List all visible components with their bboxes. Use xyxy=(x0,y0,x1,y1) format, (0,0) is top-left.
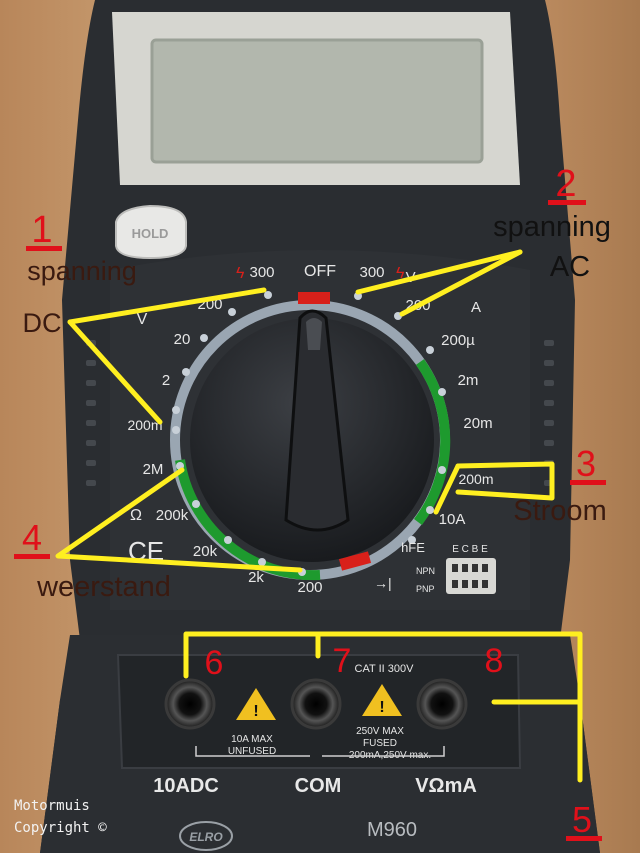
dial-scale-label: 300 xyxy=(249,264,274,281)
dial-scale-label: 2m xyxy=(458,372,479,389)
warning-exclamation: ! xyxy=(253,703,258,720)
svg-text:7: 7 xyxy=(333,642,352,680)
svg-text:AC: AC xyxy=(550,251,590,283)
jack-com-label: COM xyxy=(295,775,342,797)
hfe-socket[interactable] xyxy=(446,558,496,594)
dial-scale-label: 300 xyxy=(359,264,384,281)
dial-scale-label: 200k xyxy=(156,507,189,524)
lightning-icon: ϟ xyxy=(236,265,245,282)
annotation-3: 3 Stroom xyxy=(513,443,606,527)
resistance-arc xyxy=(175,459,321,581)
warn-fused-line1: 250V MAX xyxy=(356,726,404,737)
dial-scale-label: A xyxy=(471,299,481,316)
warning-triangle-icon xyxy=(236,688,276,720)
warning-exclamation-fused: ! xyxy=(379,699,384,716)
brand-logo-text: ELRO xyxy=(189,830,223,844)
svg-text:3: 3 xyxy=(576,443,596,484)
knob-pointer-tip xyxy=(306,318,322,350)
dial-scale-label: 10A xyxy=(439,511,466,528)
diode-marker xyxy=(338,551,372,571)
dial-scale-label: 20k xyxy=(193,543,218,560)
dial-scale-label: hFE xyxy=(401,540,425,555)
current-arc xyxy=(414,359,451,526)
annotation-1: 1 spanning DC xyxy=(23,209,137,338)
svg-text:5: 5 xyxy=(572,799,592,840)
cat-rating: CAT II 300V xyxy=(355,663,415,675)
dial-scale-label: 2k xyxy=(248,569,264,586)
lcd-screen xyxy=(150,38,484,164)
svg-text:spanning: spanning xyxy=(27,256,137,286)
dial-scale-label: 2 xyxy=(162,372,170,389)
svg-text:6: 6 xyxy=(205,644,224,682)
diode-symbol: →| xyxy=(374,575,392,591)
svg-text:4: 4 xyxy=(22,517,42,558)
annotation-7: 7 xyxy=(333,642,352,680)
pnp-label: PNP xyxy=(416,584,435,594)
watermark-line2: Copyright © xyxy=(14,820,107,836)
annotation-6: 6 xyxy=(205,644,224,682)
hold-button-label: HOLD xyxy=(132,226,169,241)
dial-scale-label: 200µ xyxy=(441,332,475,349)
svg-text:2: 2 xyxy=(555,163,576,205)
detent-dots xyxy=(172,291,446,576)
dial-scale-label: 200m xyxy=(127,417,162,433)
svg-text:weerstand: weerstand xyxy=(36,571,171,603)
annotation-4: 4 weerstand xyxy=(14,517,171,603)
hold-button[interactable] xyxy=(115,204,187,260)
off-label: OFF xyxy=(304,263,336,280)
jack-com[interactable] xyxy=(290,678,342,730)
svg-text:DC: DC xyxy=(23,308,62,338)
side-grip-ridges xyxy=(86,340,554,486)
annotation-2: 2 spanning AC xyxy=(493,163,611,283)
svg-text:spanning: spanning xyxy=(493,211,611,243)
warn-10a-line2: UNFUSED xyxy=(228,746,276,757)
jack-10a[interactable] xyxy=(164,678,216,730)
dial-scale-label: 20m xyxy=(463,415,492,432)
ohm-symbol: Ω xyxy=(130,507,142,524)
svg-text:1: 1 xyxy=(31,209,52,251)
brand-logo xyxy=(179,821,233,851)
jack-v-ohm-ma[interactable] xyxy=(416,678,468,730)
annotation-lines xyxy=(55,249,583,783)
model-number: M960 xyxy=(367,819,417,841)
warn-fused-line2: FUSED xyxy=(363,738,397,749)
lightning-icon-ac: ϟ xyxy=(396,265,405,282)
dial-scale-label: 20 xyxy=(174,331,191,348)
watermark-line1: Motormuis xyxy=(14,798,90,814)
annotation-8: 8 xyxy=(485,642,504,680)
knob-pointer xyxy=(284,309,350,532)
annotation-5: 5 xyxy=(566,799,602,841)
jack-10a-label: 10ADC xyxy=(153,775,219,797)
jack-v-label: VΩmA xyxy=(415,775,477,797)
dial-scale-label: 200m xyxy=(458,471,493,487)
svg-text:8: 8 xyxy=(485,642,504,680)
dial-scale-label: 2M xyxy=(143,461,164,478)
warn-10a-line1: 10A MAX xyxy=(231,734,273,745)
hfe-socket-holes xyxy=(452,564,488,588)
dial-scale-label: V xyxy=(137,311,148,328)
svg-text:Stroom: Stroom xyxy=(513,495,606,527)
bracket-lines xyxy=(195,746,445,757)
warning-triangle-icon-fused xyxy=(362,684,402,716)
hfe-pin-labels: E C B E xyxy=(452,544,488,555)
dial-scale-label: 200 xyxy=(297,579,322,596)
off-marker xyxy=(298,292,330,304)
npn-label: NPN xyxy=(416,566,435,576)
